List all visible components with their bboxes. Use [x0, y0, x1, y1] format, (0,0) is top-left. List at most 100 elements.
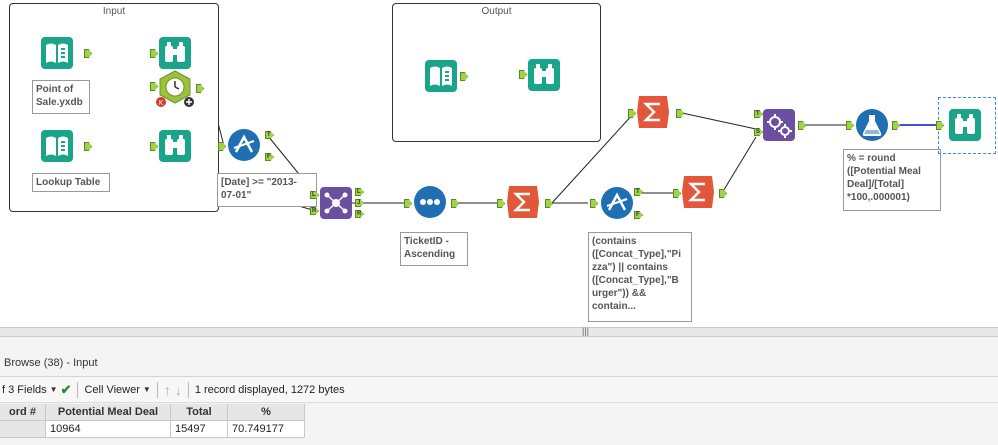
summarize-sigma-icon [637, 96, 669, 128]
anchor-in[interactable] [150, 49, 158, 58]
summarize-tool-3[interactable] [681, 175, 715, 209]
anchor-in[interactable] [497, 199, 505, 208]
chevron-down-icon: ▼ [49, 385, 58, 394]
anchor-in[interactable] [936, 121, 944, 130]
filter-tool-date[interactable] [227, 128, 261, 162]
checkmark-icon: ✔ [60, 381, 72, 397]
anchor-left-input[interactable]: L [310, 191, 319, 199]
chevron-down-icon: ▼ [142, 385, 151, 394]
browse-tool-output[interactable] [527, 58, 561, 92]
anchor-out[interactable] [545, 199, 553, 208]
anchor-target[interactable]: T [754, 110, 763, 118]
splitter-grip[interactable]: ||| [582, 326, 590, 336]
anchor-out[interactable] [892, 121, 900, 130]
fields-label: f 3 Fields [2, 383, 47, 396]
anchor-in[interactable] [590, 199, 598, 208]
anchor-out[interactable] [719, 189, 727, 198]
sort-tool[interactable] [413, 185, 447, 219]
annotation-sort: TicketID - Ascending [400, 232, 468, 266]
record-status-text: 1 record displayed, 1272 bytes [194, 383, 345, 396]
append-fields-tool[interactable] [762, 108, 796, 142]
column-header[interactable]: ord # [0, 404, 46, 421]
annotation-filter-date: [Date] >= "2013- 07-01" [217, 173, 317, 207]
anchor-out[interactable] [676, 109, 684, 118]
anchor-in[interactable] [519, 70, 527, 79]
add-badge-icon [184, 97, 194, 107]
filter-tool-concat[interactable] [600, 186, 634, 220]
anchor-false[interactable]: F [265, 153, 274, 161]
browse-tool-2[interactable] [158, 129, 192, 163]
anchor-out[interactable] [460, 72, 468, 81]
summarize-sigma-icon [682, 176, 714, 208]
anchor-out[interactable] [196, 84, 204, 93]
column-header[interactable]: Total [171, 404, 228, 421]
column-header[interactable]: Potential Meal Deal [46, 404, 171, 421]
table-row[interactable]: 10964 15497 70.749177 [0, 421, 998, 438]
annotation-filter-concat: (contains ([Concat_Type],"Pi zza") || co… [588, 232, 692, 322]
anchor-join-output[interactable]: J [355, 199, 364, 207]
svg-text:K: K [159, 99, 164, 107]
input-data-tool-output[interactable] [424, 59, 458, 93]
binoculars-icon [528, 59, 560, 91]
anchor-out[interactable] [84, 142, 92, 151]
anchor-out[interactable] [451, 199, 459, 208]
append-fields-icon [763, 109, 795, 141]
table-cell[interactable]: 15497 [171, 421, 228, 438]
results-grid: ord # Potential Meal Deal Total % 10964 … [0, 404, 998, 438]
browse-tool-1[interactable] [158, 36, 192, 70]
annotation-point-of-sale: Point of Sale.yxdb [32, 80, 90, 114]
anchor-in[interactable] [150, 142, 158, 151]
anchor-left-output[interactable]: L [355, 188, 364, 196]
fields-selector[interactable]: f 3 Fields ▼ ✔ [0, 382, 73, 398]
anchor-true[interactable]: T [265, 131, 274, 139]
anchor-right-output[interactable]: R [355, 210, 364, 218]
results-title: Browse (38) - Input [0, 337, 998, 377]
formula-tool[interactable] [855, 108, 889, 142]
workflow-canvas[interactable]: Input Output Point of Sale.yxdb Lookup T… [0, 0, 998, 327]
anchor-in[interactable] [404, 199, 412, 208]
anchor-in[interactable] [673, 189, 681, 198]
datetime-tool[interactable] [158, 70, 192, 104]
summarize-tool-1[interactable] [506, 185, 540, 219]
anchor-in[interactable] [150, 82, 158, 91]
cell-viewer-dropdown[interactable]: Cell Viewer ▼ [82, 384, 152, 396]
annotation-lookup-table: Lookup Table [32, 173, 110, 192]
anchor-out[interactable] [798, 121, 806, 130]
binoculars-icon [159, 37, 191, 69]
table-cell[interactable]: 70.749177 [228, 421, 305, 438]
join-icon [320, 187, 352, 219]
join-tool[interactable] [319, 186, 353, 220]
cell-viewer-label: Cell Viewer [84, 383, 140, 396]
anchor-source[interactable]: S [754, 128, 763, 136]
output-container-title: Output [481, 6, 512, 17]
anchor-false[interactable]: F [634, 211, 643, 219]
input-data-tool-lookup[interactable] [40, 129, 74, 163]
anchor-out[interactable] [84, 49, 92, 58]
anchor-in[interactable] [218, 142, 226, 151]
sort-icon [414, 186, 446, 218]
filter-icon [601, 187, 633, 219]
scroll-down-button[interactable]: ↓ [173, 382, 184, 398]
input-data-tool-pos[interactable] [40, 36, 74, 70]
book-icon [41, 37, 73, 69]
anchor-true[interactable]: T [634, 188, 643, 196]
column-header[interactable]: % [228, 404, 305, 421]
anchor-right-input[interactable]: R [310, 207, 319, 215]
anchor-in[interactable] [846, 121, 854, 130]
toolbar-divider [77, 381, 79, 398]
anchor-in[interactable] [628, 109, 636, 118]
results-pane: Browse (38) - Input f 3 Fields ▼ ✔ Cell … [0, 337, 998, 445]
summarize-tool-2[interactable] [636, 95, 670, 129]
results-toolbar: f 3 Fields ▼ ✔ Cell Viewer ▼ ↑ ↓ 1 recor… [0, 377, 998, 403]
browse-tool-final[interactable] [948, 108, 982, 142]
table-cell[interactable]: 10964 [46, 421, 171, 438]
book-icon [41, 130, 73, 162]
datetime-icon [159, 70, 191, 104]
binoculars-icon [949, 109, 981, 141]
scroll-up-button[interactable]: ↑ [162, 382, 173, 398]
summarize-sigma-icon [507, 186, 539, 218]
formula-flask-icon [856, 109, 888, 141]
record-number-cell [0, 421, 46, 438]
pane-splitter[interactable]: ||| [0, 326, 998, 337]
arrow-down-icon: ↓ [174, 381, 182, 398]
